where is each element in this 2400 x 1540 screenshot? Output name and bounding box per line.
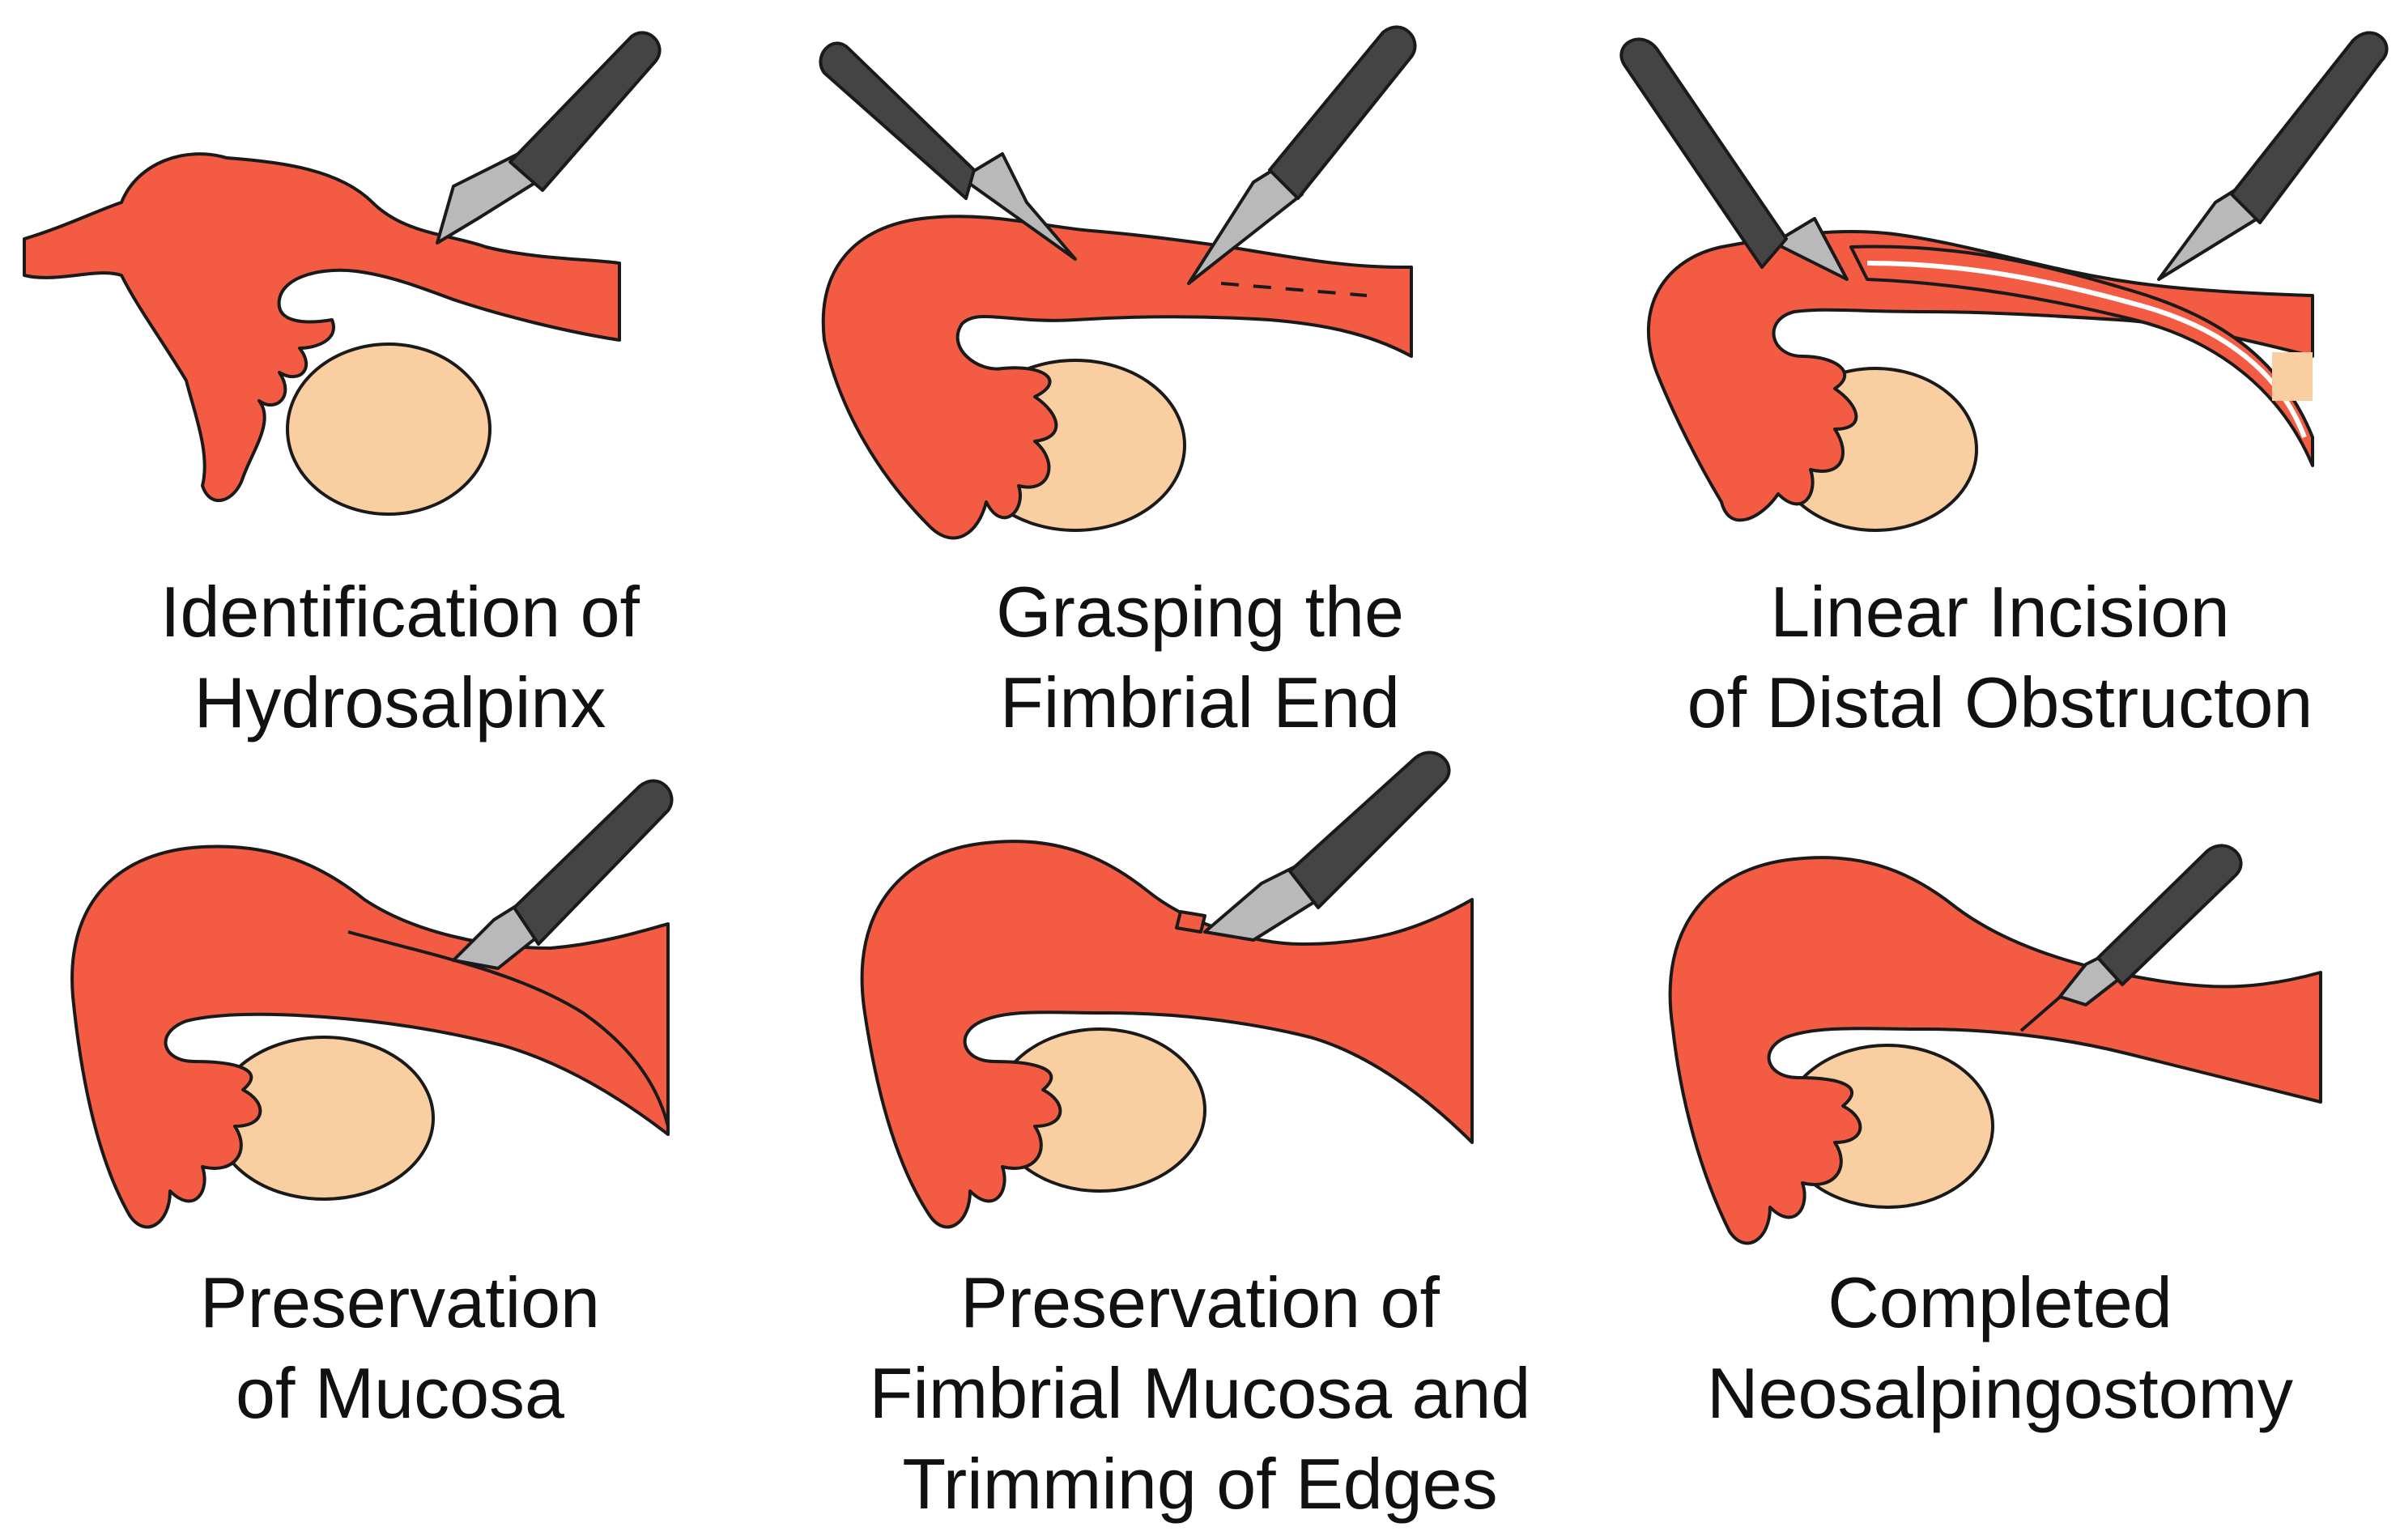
- caption-line: Identification of: [160, 572, 640, 652]
- grasper-icon: [819, 41, 1077, 261]
- caption-step-3: Linear Incision of Distal Obstructon: [1600, 567, 2400, 748]
- hydrosalpinx-illustration: [23, 31, 662, 516]
- caption-step-4: Preservation of Mucosa: [0, 1257, 800, 1439]
- trimming-edges-illustration: [860, 751, 1474, 1229]
- grasping-illustration: [819, 25, 1417, 540]
- fallopian-tube-shape: [70, 844, 670, 1229]
- panel-completed: Completed Neosalpingostomy: [1600, 770, 2400, 1540]
- trimmed-edge: [1175, 910, 1206, 934]
- ovary-shape: [286, 342, 491, 516]
- scalpel-icon: [1187, 25, 1417, 285]
- incision-line: [1866, 261, 2307, 439]
- caption-line: Preservation of: [960, 1262, 1440, 1342]
- caption-line: Neosalpingostomy: [1707, 1353, 2293, 1433]
- caption-line: Completed: [1828, 1262, 2172, 1342]
- caption-line: Grasping the: [996, 572, 1404, 652]
- linear-incision-illustration: [1619, 31, 2389, 532]
- scalpel-icon: [452, 779, 674, 970]
- caption-line: Preservation: [199, 1262, 600, 1342]
- caption-step-6: Completed Neosalpingostomy: [1600, 1257, 2400, 1439]
- mucosa-line: [347, 930, 670, 1127]
- caption-line: Hydrosalpinx: [194, 662, 606, 742]
- distended-tube-shape: [23, 152, 621, 503]
- panel-grasping: Grasping the Fimbrial End: [800, 0, 1600, 770]
- caption-line: of Mucosa: [236, 1353, 564, 1433]
- caption-line: Fimbrial End: [1000, 662, 1400, 742]
- caption-step-5: Preservation of Fimbrial Mucosa and Trim…: [800, 1257, 1600, 1529]
- caption-step-2: Grasping the Fimbrial End: [800, 567, 1600, 748]
- needle-holder-icon: [2058, 844, 2243, 1006]
- panel-linear-incision: Linear Incision of Distal Obstructon: [1600, 0, 2400, 770]
- scalpel-icon: [1203, 751, 1451, 942]
- caption-step-1: Identification of Hydrosalpinx: [0, 567, 800, 748]
- caption-line: Trimming of Edges: [902, 1444, 1498, 1524]
- scalpel-icon: [2157, 31, 2389, 281]
- caption-line: Linear Incision: [1770, 572, 2230, 652]
- preservation-mucosa-illustration: [70, 779, 674, 1229]
- fallopian-tube-shape: [860, 840, 1474, 1229]
- panel-preservation-mucosa: Preservation of Mucosa: [0, 770, 800, 1540]
- fallopian-tube-shape: [1668, 856, 2322, 1245]
- caption-line: Fimbrial Mucosa and: [869, 1353, 1531, 1433]
- scalpel-icon: [436, 31, 662, 245]
- fallopian-tube-shape: [821, 215, 1413, 540]
- completed-neosalpingostomy-illustration: [1668, 844, 2322, 1245]
- panel-trimming-edges: Preservation of Fimbrial Mucosa and Trim…: [800, 751, 1600, 1540]
- grasper-icon: [1619, 37, 1849, 281]
- exposed-lumen: [2272, 352, 2313, 401]
- incision-line: [1220, 282, 1368, 297]
- caption-line: of Distal Obstructon: [1687, 662, 2313, 742]
- panel-identification: Identification of Hydrosalpinx: [0, 0, 800, 770]
